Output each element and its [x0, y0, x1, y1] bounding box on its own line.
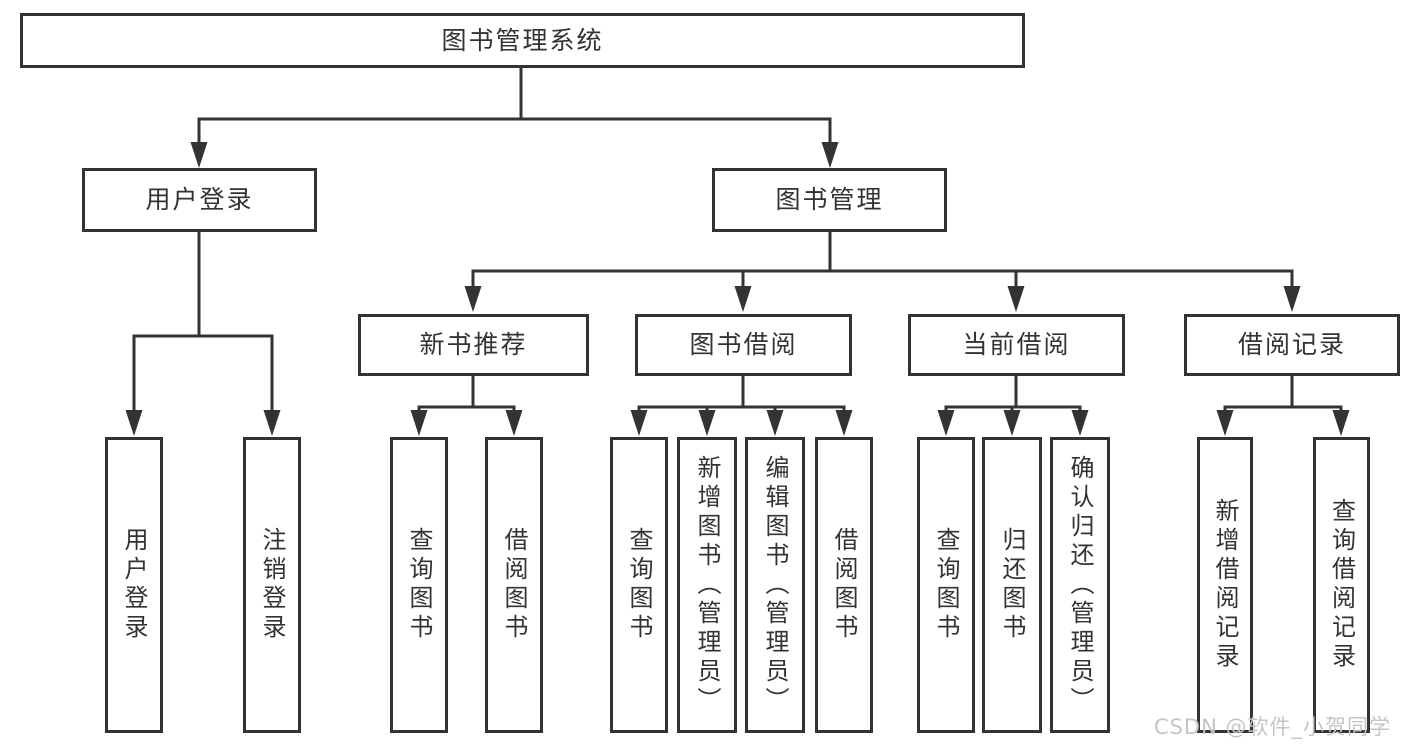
connector-current-borrow-branch — [937, 375, 1089, 436]
leaf-add-borrow-record: 新增借阅记录 — [1197, 437, 1253, 733]
connector-borrow-records-branch — [1216, 375, 1350, 436]
leaf-rec-query-books-label: 查询图书 — [405, 527, 433, 643]
leaf-user-login-label: 用户登录 — [120, 527, 148, 643]
leaf-confirm-return-admin: 确认归还（管理员） — [1050, 437, 1110, 733]
connector-root-to-level2 — [190, 66, 839, 168]
node-current-borrow-label: 当前借阅 — [962, 330, 1071, 359]
leaf-confirm-return-admin-label: 确认归还（管理员） — [1066, 454, 1094, 716]
leaf-user-login: 用户登录 — [105, 437, 163, 733]
leaf-add-books-admin: 新增图书（管理员） — [677, 437, 737, 733]
node-root: 图书管理系统 — [20, 13, 1025, 68]
node-book-borrow: 图书借阅 — [635, 314, 852, 376]
node-book-mgmt: 图书管理 — [712, 168, 947, 232]
leaf-query-borrow-record: 查询借阅记录 — [1313, 437, 1370, 733]
leaf-logout: 注销登录 — [243, 437, 301, 733]
node-user-login-label: 用户登录 — [145, 185, 254, 214]
leaf-return-books-label: 归还图书 — [998, 527, 1026, 643]
leaf-borrow-books: 借阅图书 — [815, 437, 873, 733]
leaf-rec-borrow-books: 借阅图书 — [485, 437, 543, 733]
connector-new-book-rec-branch — [410, 375, 523, 436]
connector-book-borrow-branch — [630, 375, 853, 436]
leaf-borrow-books-label: 借阅图书 — [830, 527, 858, 643]
connector-user-login-branch — [125, 231, 281, 436]
leaf-return-books: 归还图书 — [982, 437, 1042, 733]
leaf-current-query-books: 查询图书 — [917, 437, 975, 733]
node-root-label: 图书管理系统 — [441, 25, 604, 55]
watermark: CSDN @软件_小贺同学 — [1153, 715, 1391, 739]
node-borrow-records: 借阅记录 — [1184, 314, 1400, 376]
leaf-rec-query-books: 查询图书 — [390, 437, 448, 733]
leaf-edit-books-admin-label: 编辑图书（管理员） — [761, 454, 789, 716]
leaf-borrow-query-books-label: 查询图书 — [625, 527, 653, 643]
leaf-rec-borrow-books-label: 借阅图书 — [500, 527, 528, 643]
leaf-add-borrow-record-label: 新增借阅记录 — [1211, 498, 1239, 672]
node-user-login: 用户登录 — [82, 168, 317, 232]
node-book-borrow-label: 图书借阅 — [689, 330, 798, 359]
connector-book-mgmt-branch — [464, 231, 1301, 312]
leaf-add-books-admin-label: 新增图书（管理员） — [693, 454, 721, 716]
node-new-book-rec: 新书推荐 — [358, 314, 589, 376]
leaf-borrow-query-books: 查询图书 — [610, 437, 668, 733]
node-new-book-rec-label: 新书推荐 — [419, 330, 528, 359]
leaf-logout-label: 注销登录 — [258, 527, 286, 643]
node-current-borrow: 当前借阅 — [908, 314, 1125, 376]
node-book-mgmt-label: 图书管理 — [775, 185, 884, 214]
node-borrow-records-label: 借阅记录 — [1237, 330, 1346, 359]
leaf-current-query-books-label: 查询图书 — [932, 527, 960, 643]
leaf-edit-books-admin: 编辑图书（管理员） — [745, 437, 805, 733]
leaf-query-borrow-record-label: 查询借阅记录 — [1327, 498, 1356, 672]
